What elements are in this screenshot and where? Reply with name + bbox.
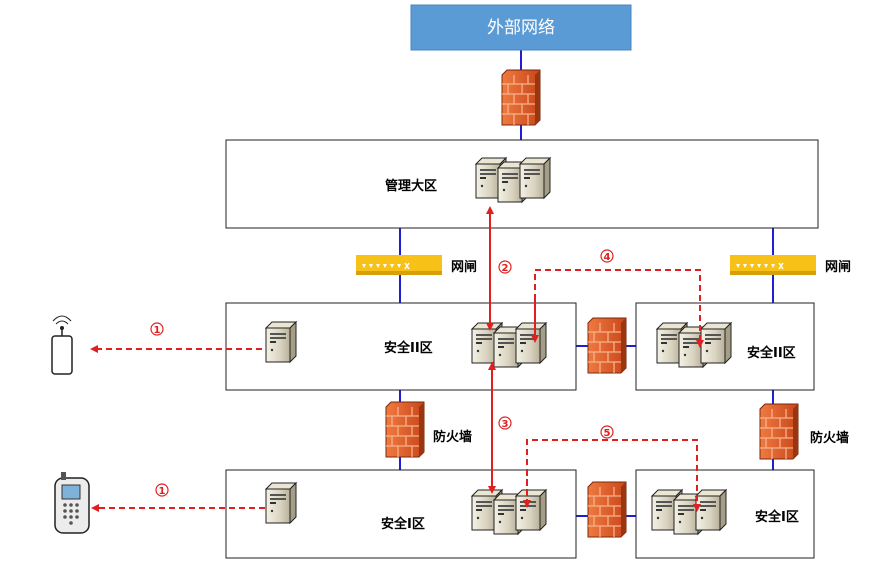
wireless-terminal-icon xyxy=(51,315,73,375)
security2-main-zone: 安全II区 xyxy=(225,302,577,391)
security1-side-label: 安全I区 xyxy=(755,509,799,525)
security1-server-cluster-icon xyxy=(472,490,546,534)
security2-main-label: 安全II区 xyxy=(384,340,433,356)
step-1-upper-label: 1 xyxy=(154,325,161,336)
gateway-right-label: 网闸 xyxy=(825,259,851,275)
external-network-label: 外部网络 xyxy=(487,18,555,38)
step-5-label: 5 xyxy=(604,428,611,439)
security1-main-label: 安全I区 xyxy=(381,516,425,532)
firewall-left-icon xyxy=(385,401,425,458)
firewall-right-label: 防火墙 xyxy=(810,430,849,446)
step-markers: 1 1 2 3 4 5 xyxy=(150,249,614,497)
flow-arrows xyxy=(90,206,704,512)
security1-side-zone: 安全I区 xyxy=(635,469,815,559)
step-1-lower-label: 1 xyxy=(159,486,166,497)
step-3-label: 3 xyxy=(502,419,509,430)
management-server-cluster-icon xyxy=(476,158,550,202)
mobile-phone-icon xyxy=(54,472,90,534)
firewall-right-icon xyxy=(759,403,799,460)
gateway-right-icon xyxy=(729,254,817,276)
security1-terminal-server-icon xyxy=(265,482,297,524)
step-2-label: 2 xyxy=(502,263,509,274)
security2-terminal-server-icon xyxy=(265,321,297,363)
security1-main-zone: 安全I区 xyxy=(225,469,577,559)
security2-side-server-cluster-icon xyxy=(657,323,731,367)
mid-firewall-upper-icon xyxy=(587,317,627,374)
security2-side-label: 安全II区 xyxy=(747,345,796,361)
gateway-left-icon xyxy=(355,254,443,276)
firewall-left-label: 防火墙 xyxy=(433,429,472,445)
security2-side-zone: 安全II区 xyxy=(635,302,815,391)
top-firewall-icon xyxy=(501,69,541,126)
mid-firewall-lower-icon xyxy=(587,481,627,538)
network-links xyxy=(399,50,774,517)
management-zone-label: 管理大区 xyxy=(385,178,437,194)
gateway-left-label: 网闸 xyxy=(451,259,477,275)
external-network-box: 外部网络 xyxy=(410,4,632,51)
security1-side-server-cluster-icon xyxy=(652,490,726,534)
step-4-label: 4 xyxy=(604,252,611,263)
management-zone: 管理大区 xyxy=(225,139,819,229)
